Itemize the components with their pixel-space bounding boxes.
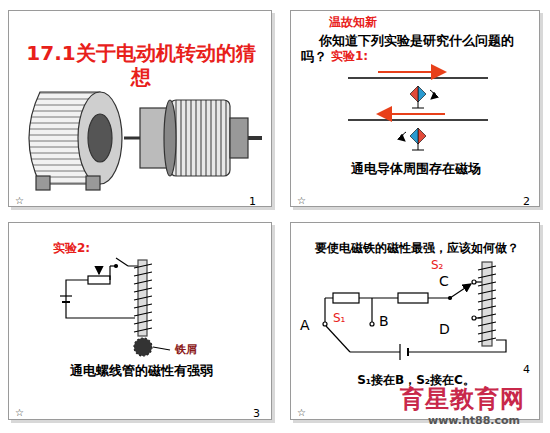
slide-frame: 17.1关于电动机转动的猜想 ☆ 1 xyxy=(8,10,272,207)
terminal-label: B xyxy=(379,313,389,330)
conclusion-text: 通电螺线管的磁性有强弱 xyxy=(29,363,253,379)
motor-illustration xyxy=(29,92,262,190)
slide-frame: 实验2: 铁屑通电螺线管的磁性有强弱 ☆ 3 xyxy=(8,222,272,420)
page-number: 2 xyxy=(523,195,530,208)
terminal-label: A xyxy=(300,317,310,334)
conclusion-text: 通电导体周围存在磁场 xyxy=(301,161,531,177)
compass xyxy=(410,86,434,108)
wire-experiment xyxy=(348,72,488,150)
watermark: 育星教育网 xyxy=(400,385,525,414)
iron-filings xyxy=(134,338,152,356)
terminal-label: D xyxy=(439,321,450,338)
experiment-label: 实验2: xyxy=(53,241,90,255)
star-mark: ☆ xyxy=(15,195,24,207)
page-number: 1 xyxy=(249,195,256,208)
terminal-label: C xyxy=(439,273,449,290)
section-heading: 温故知新 xyxy=(329,15,377,29)
page-number: 4 xyxy=(523,363,530,376)
star-mark: ☆ xyxy=(297,407,306,419)
switch-label: S₁ xyxy=(333,311,345,325)
star-mark: ☆ xyxy=(297,195,306,207)
page-number: 3 xyxy=(253,407,260,420)
switch-label: S₂ xyxy=(431,258,443,272)
experiment-label: 实验1: xyxy=(331,49,368,63)
solenoid-circuit xyxy=(60,258,170,356)
compass xyxy=(402,128,426,150)
question-text: 要使电磁铁的磁性最强，应该如何做？ xyxy=(299,241,535,255)
watermark-url: www.ht88.com xyxy=(428,414,520,427)
electromagnet-circuit xyxy=(323,262,506,360)
slide-title: 17.1关于电动机转动的猜想 xyxy=(17,41,265,89)
star-mark: ☆ xyxy=(15,407,24,419)
part-label: 铁屑 xyxy=(175,343,197,356)
slide-frame: 温故知新你知道下列实验是研究什么问题的吗？实验1:通电导体周围存在磁场☆2 xyxy=(290,10,540,207)
